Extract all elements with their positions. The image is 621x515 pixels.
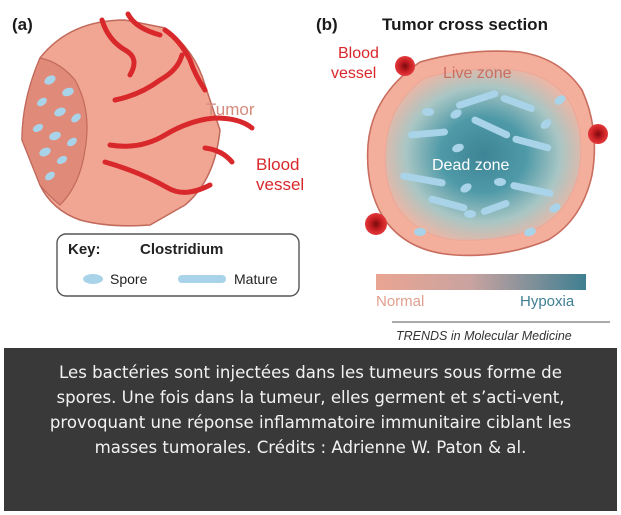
key-box: Key: Clostridium Spore Mature — [56, 233, 300, 297]
bacteria-cross-section — [400, 90, 566, 237]
figure: (a) Tumor Blood vessel Key: Clostridium — [12, 11, 610, 343]
key-organism: Clostridium — [140, 241, 223, 258]
spore-cluster — [32, 75, 81, 181]
key-title: Key: — [68, 241, 101, 258]
live-zone-label: Live zone — [443, 65, 512, 82]
blood-vessel-label-a-line2: vessel — [256, 175, 304, 194]
blood-vessel-dot — [588, 124, 608, 144]
blood-vessel-label-b-line1: Blood — [338, 45, 379, 62]
gradient-left-label: Normal — [376, 293, 424, 310]
spore-swatch — [83, 274, 103, 284]
dead-zone-label: Dead zone — [432, 157, 509, 174]
blood-vessel-dot — [395, 56, 415, 76]
tumor-label: Tumor — [206, 100, 255, 119]
blood-vessels-a — [99, 11, 255, 195]
blood-vessel-dot — [365, 213, 387, 235]
caption-text: Les bactéries sont injectées dans les tu… — [49, 363, 572, 457]
key-mature-label: Mature — [234, 271, 278, 287]
hypoxia-gradient-bar — [376, 274, 586, 290]
blood-vessel-label-b-line2: vessel — [331, 65, 376, 82]
key-spore-label: Spore — [110, 271, 148, 287]
panel-b-label: (b) — [316, 15, 338, 34]
panel-b-title: Tumor cross section — [382, 15, 548, 34]
caption-box: Les bactéries sont injectées dans les tu… — [4, 348, 617, 511]
panel-a-label: (a) — [12, 15, 33, 34]
blood-vessel-label-a-line1: Blood — [256, 155, 299, 174]
source-credit: TRENDS in Molecular Medicine — [396, 329, 572, 343]
mature-swatch — [178, 275, 226, 283]
figure-artwork: (a) Tumor Blood vessel Key: Clostridium — [12, 11, 610, 343]
gradient-right-label: Hypoxia — [520, 293, 575, 310]
